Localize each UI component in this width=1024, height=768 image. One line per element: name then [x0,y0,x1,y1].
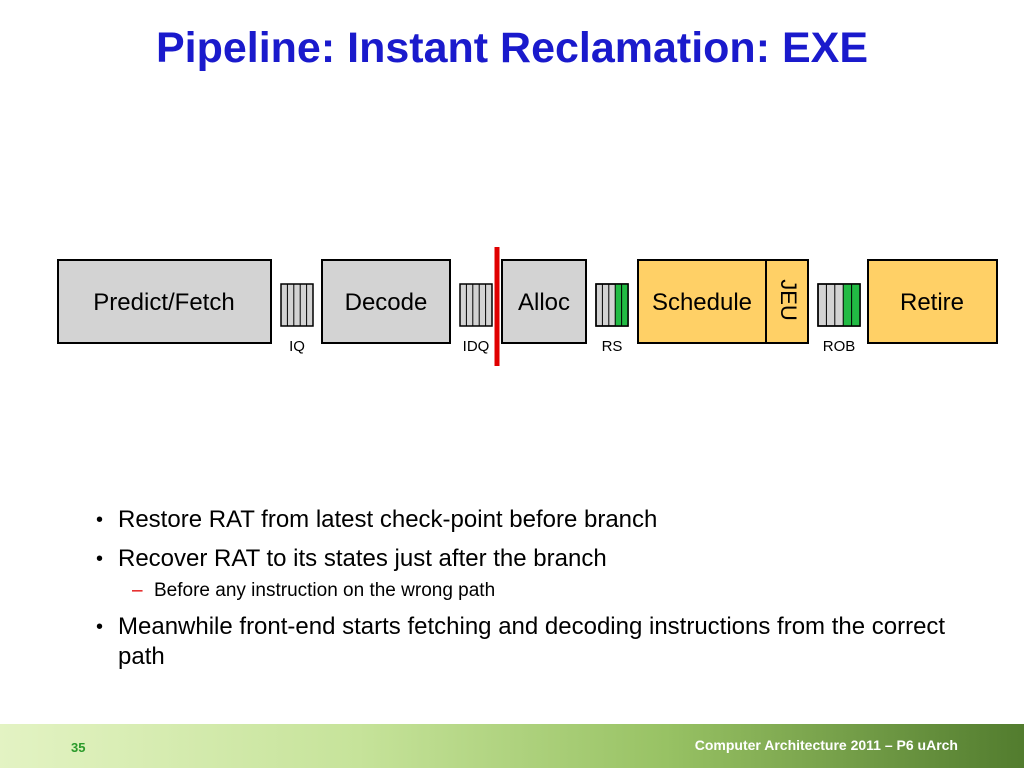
queue-rob-label: ROB [823,338,856,355]
queue-rs: RS [595,283,629,355]
dash-icon: – [132,580,143,601]
sub-bullet-item: – Before any instruction on the wrong pa… [92,579,952,603]
bullet-dot-icon: • [96,616,104,638]
footer-bar: 35 Computer Architecture 2011 – P6 uArch [0,724,1024,768]
queue-iq-label: IQ [289,338,305,355]
stage-retire-label: Retire [900,289,964,316]
sub-bullet-text: Before any instruction on the wrong path [154,580,496,601]
stage-schedule-label: Schedule [652,289,752,316]
queue-rs-label: RS [602,338,623,355]
bullet-item: • Meanwhile front-end starts fetching an… [92,612,952,672]
queue-iq: IQ [280,283,314,355]
stage-decode-label: Decode [345,289,428,316]
stage-predict-fetch-label: Predict/Fetch [93,289,234,316]
bullet-text: Restore RAT from latest check-point befo… [118,506,658,533]
bullet-text: Recover RAT to its states just after the… [118,545,607,572]
slide-title: Pipeline: Instant Reclamation: EXE [155,24,869,72]
stage-alloc-label: Alloc [518,289,570,316]
bullet-item: • Restore RAT from latest check-point be… [92,505,952,535]
stage-retire: Retire [867,259,998,344]
page-number: 35 [71,740,86,755]
bullet-list: • Restore RAT from latest check-point be… [92,505,952,681]
footer-course-title: Computer Architecture 2011 – P6 uArch [694,737,958,753]
stage-alloc: Alloc [501,259,587,344]
queue-idq: IDQ [459,283,493,355]
queue-idq-label: IDQ [463,338,490,355]
bullet-item: • Recover RAT to its states just after t… [92,544,952,574]
stage-predict-fetch: Predict/Fetch [57,259,272,344]
stage-jeu: JEU [765,259,809,344]
stage-decode: Decode [321,259,451,344]
bullet-dot-icon: • [96,548,104,570]
stage-jeu-label: JEU [776,279,801,321]
bullet-dot-icon: • [96,509,104,531]
queue-rob: ROB [817,283,861,355]
stage-schedule: Schedule [637,259,767,344]
bullet-text: Meanwhile front-end starts fetching and … [118,613,946,670]
